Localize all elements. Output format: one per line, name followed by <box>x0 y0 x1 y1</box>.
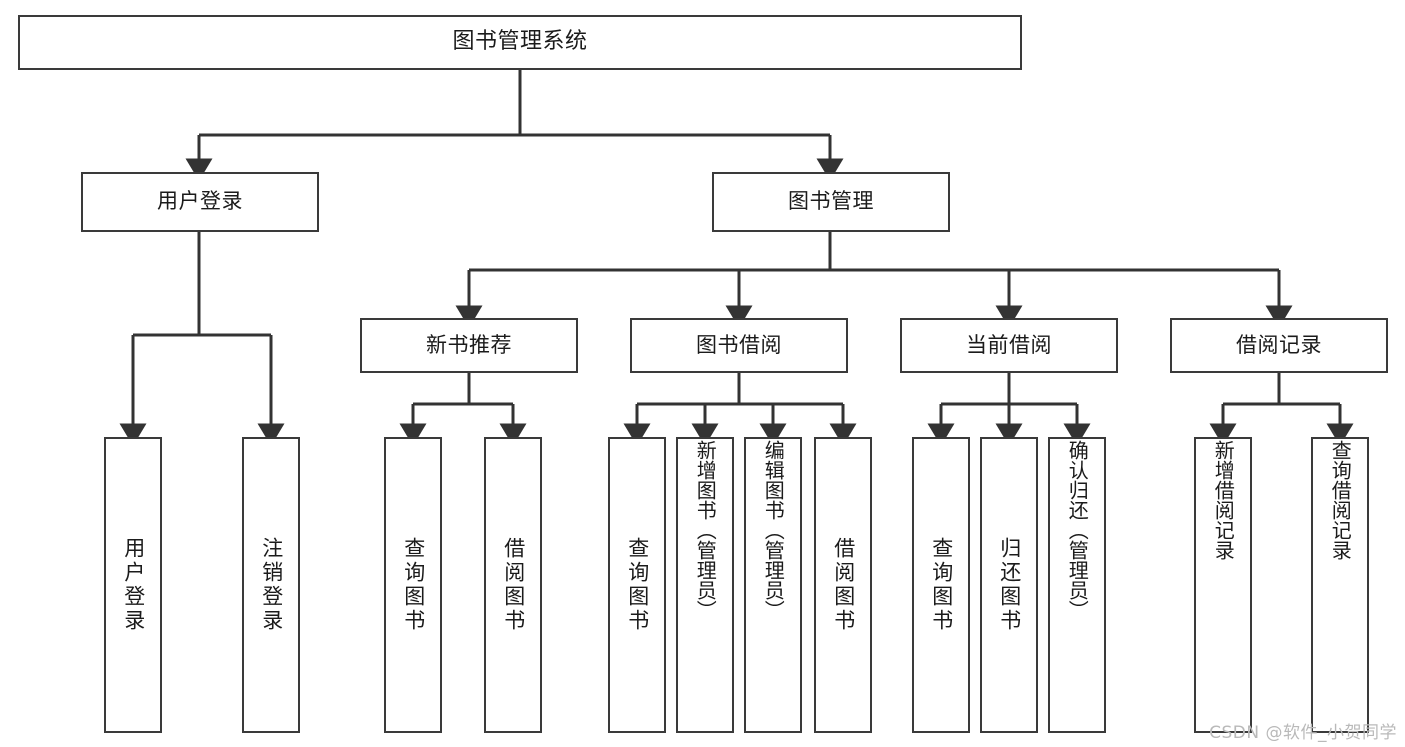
node-leaf-query-record[interactable]: 查询借阅记录 <box>1311 437 1369 733</box>
node-leaf-add-record[interactable]: 新增借阅记录 <box>1194 437 1252 733</box>
node-label: 当前借阅 <box>966 332 1052 357</box>
node-leaf-add-book[interactable]: 新增图书（管理员） <box>676 437 734 733</box>
node-user-login[interactable]: 用户登录 <box>81 172 319 232</box>
node-label: 图书借阅 <box>696 332 782 357</box>
node-leaf-logout[interactable]: 注销登录 <box>242 437 300 733</box>
node-label: 归还图书 <box>997 537 1022 633</box>
node-label: 新增借阅记录 <box>1211 440 1236 560</box>
node-label: 借阅记录 <box>1236 332 1322 357</box>
node-label: 用户登录 <box>157 189 243 214</box>
node-label: 图书管理系统 <box>452 29 588 55</box>
node-root-system[interactable]: 图书管理系统 <box>18 15 1022 70</box>
node-label: 查询图书 <box>401 537 426 633</box>
node-label: 确认归还（管理员） <box>1065 440 1090 620</box>
node-label: 查询借阅记录 <box>1328 440 1353 560</box>
node-label: 用户登录 <box>121 537 146 633</box>
node-leaf-borrow-book-1[interactable]: 借阅图书 <box>484 437 542 733</box>
node-label: 新书推荐 <box>426 332 512 357</box>
node-current-borrow[interactable]: 当前借阅 <box>900 318 1118 373</box>
node-label: 查询图书 <box>929 537 954 633</box>
node-leaf-query-book-2[interactable]: 查询图书 <box>608 437 666 733</box>
node-leaf-borrow-book-2[interactable]: 借阅图书 <box>814 437 872 733</box>
node-label: 编辑图书（管理员） <box>761 440 786 620</box>
node-leaf-query-book-3[interactable]: 查询图书 <box>912 437 970 733</box>
node-label: 借阅图书 <box>501 537 526 633</box>
node-label: 图书管理 <box>788 189 874 214</box>
node-borrow-record[interactable]: 借阅记录 <box>1170 318 1388 373</box>
node-leaf-return-book[interactable]: 归还图书 <box>980 437 1038 733</box>
node-label: 注销登录 <box>259 537 284 633</box>
node-label: 新增图书（管理员） <box>693 440 718 620</box>
node-book-management[interactable]: 图书管理 <box>712 172 950 232</box>
node-label: 查询图书 <box>625 537 650 633</box>
node-leaf-confirm-return[interactable]: 确认归还（管理员） <box>1048 437 1106 733</box>
node-label: 借阅图书 <box>831 537 856 633</box>
node-leaf-edit-book[interactable]: 编辑图书（管理员） <box>744 437 802 733</box>
node-book-borrow[interactable]: 图书借阅 <box>630 318 848 373</box>
node-leaf-user-login[interactable]: 用户登录 <box>104 437 162 733</box>
node-new-book-recommend[interactable]: 新书推荐 <box>360 318 578 373</box>
node-leaf-query-book-1[interactable]: 查询图书 <box>384 437 442 733</box>
csdn-watermark: CSDN @软件_小贺同学 <box>1209 723 1397 743</box>
